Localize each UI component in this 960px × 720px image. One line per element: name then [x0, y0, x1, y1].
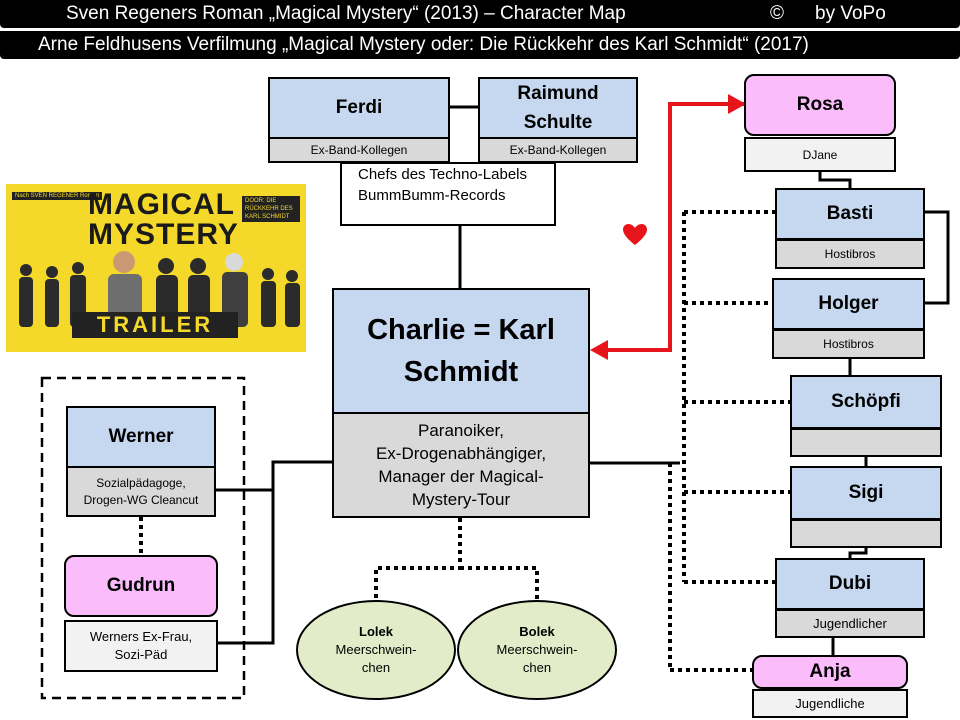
love-arrowhead-charlie [590, 340, 608, 360]
node-raimund-role: Ex-Band-Kollegen [478, 137, 638, 163]
node-werner: Werner [66, 406, 216, 468]
line-sigi-dubi [848, 548, 868, 558]
header-author: by VoPo [815, 3, 886, 24]
node-gudrun-role: Werners Ex-Frau, Sozi-Päd [64, 620, 218, 672]
heart-icon [623, 224, 647, 245]
line-charlie-pets-2 [460, 566, 539, 600]
love-arrow [606, 102, 744, 352]
line-basti-holger [925, 210, 950, 305]
node-ferdi: Ferdi [268, 77, 450, 139]
poster-title: MAGICAL MYSTERY [88, 188, 239, 251]
node-lolek: Lolek Meerschwein- chen [296, 600, 456, 700]
node-schoepfi-role [790, 428, 942, 457]
node-dubi-role: Jugendlicher [775, 609, 925, 638]
node-techno-label: Chefs des Techno-Labels BummBumm-Records [340, 162, 556, 226]
node-dubi: Dubi [775, 558, 925, 610]
node-holger-role: Hostibros [772, 329, 925, 359]
node-werner-role: Sozialpädagoge, Drogen-WG Cleancut [66, 466, 216, 517]
poster-tag-right: DOOR: DIE RÜCKKEHR DES KARL SCHMIDT [242, 196, 300, 222]
love-arrowhead-rosa [728, 94, 746, 114]
node-raimund: Raimund Schulte [478, 77, 638, 139]
node-sigi-role [790, 519, 942, 548]
line-charlie-pets [374, 518, 462, 600]
line-rosa-basti [818, 172, 852, 188]
node-rosa: Rosa [744, 74, 896, 136]
node-charlie: Charlie = Karl Schmidt [332, 288, 590, 414]
poster-tag-left: Nach SVEN REGENER Roman [12, 192, 103, 200]
line-werner-charlie [216, 460, 332, 492]
header-line-1: Sven Regeners Roman „Magical Mystery“ (2… [0, 0, 960, 28]
node-anja: Anja [752, 655, 908, 689]
node-ferdi-role: Ex-Band-Kollegen [268, 137, 450, 163]
node-sigi: Sigi [790, 466, 942, 520]
node-basti: Basti [775, 188, 925, 240]
node-rosa-role: DJane [744, 137, 896, 172]
family-frame [40, 376, 246, 700]
header-title: Sven Regeners Roman „Magical Mystery“ (2… [66, 3, 626, 24]
node-charlie-desc: Paranoiker, Ex-Drogenabhängiger, Manager… [332, 412, 590, 518]
poster-trailer-label: TRAILER [72, 312, 238, 338]
trailer-poster[interactable]: Nach SVEN REGENER Roman DOOR: DIE RÜCKKE… [6, 184, 306, 352]
node-schoepfi: Schöpfi [790, 375, 942, 429]
header-line-2: Arne Feldhusens Verfilmung „Magical Myst… [0, 31, 960, 59]
node-anja-role: Jugendliche [752, 689, 908, 718]
node-holger: Holger [772, 278, 925, 330]
node-bolek: Bolek Meerschwein- chen [457, 600, 617, 700]
node-gudrun: Gudrun [64, 555, 218, 617]
copyright-symbol: © [770, 3, 784, 24]
line-gudrun-charlie [216, 490, 275, 645]
header-subtitle: Arne Feldhusens Verfilmung „Magical Myst… [38, 34, 809, 55]
node-basti-role: Hostibros [775, 239, 925, 269]
